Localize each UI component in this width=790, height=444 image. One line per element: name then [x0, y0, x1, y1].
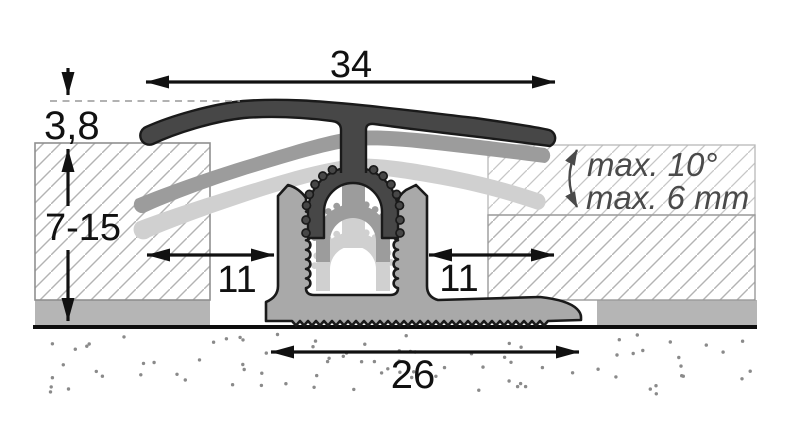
swing-range-curved-arrow	[565, 149, 579, 208]
profile-top-position	[139, 98, 557, 240]
dim-34-label: 34	[330, 44, 372, 86]
dimension-34: 34	[145, 44, 556, 89]
underlay-strip-right	[597, 300, 757, 325]
annotation-max-swing: max. 10° max. 6 mm	[565, 146, 749, 216]
subfloor-stipple	[48, 332, 752, 396]
dim-11-right-label: 11	[439, 258, 478, 300]
dimension-7-15: 7-15	[45, 148, 121, 322]
subfloor-line	[33, 325, 757, 329]
profile-low-cap	[133, 158, 546, 240]
dim-11-left-label: 11	[217, 259, 256, 301]
max-angle-label: max. 10°	[587, 146, 718, 183]
underlay-strip-left	[35, 300, 210, 325]
dimension-26: 26	[270, 345, 580, 397]
max-height-diff-label: max. 6 mm	[586, 179, 749, 216]
dimension-3-8: 3,8	[44, 68, 240, 148]
dim-3-8-label: 3,8	[44, 104, 100, 148]
dimension-11-right: 11	[428, 248, 555, 300]
profile-top-cap-outline	[139, 98, 557, 173]
profile-top-cap	[140, 99, 556, 177]
flooring-right-hatched	[487, 214, 756, 301]
dimension-11-left: 11	[146, 248, 275, 301]
dim-26-label: 26	[391, 353, 436, 397]
dim-7-15-label: 7-15	[45, 207, 121, 249]
